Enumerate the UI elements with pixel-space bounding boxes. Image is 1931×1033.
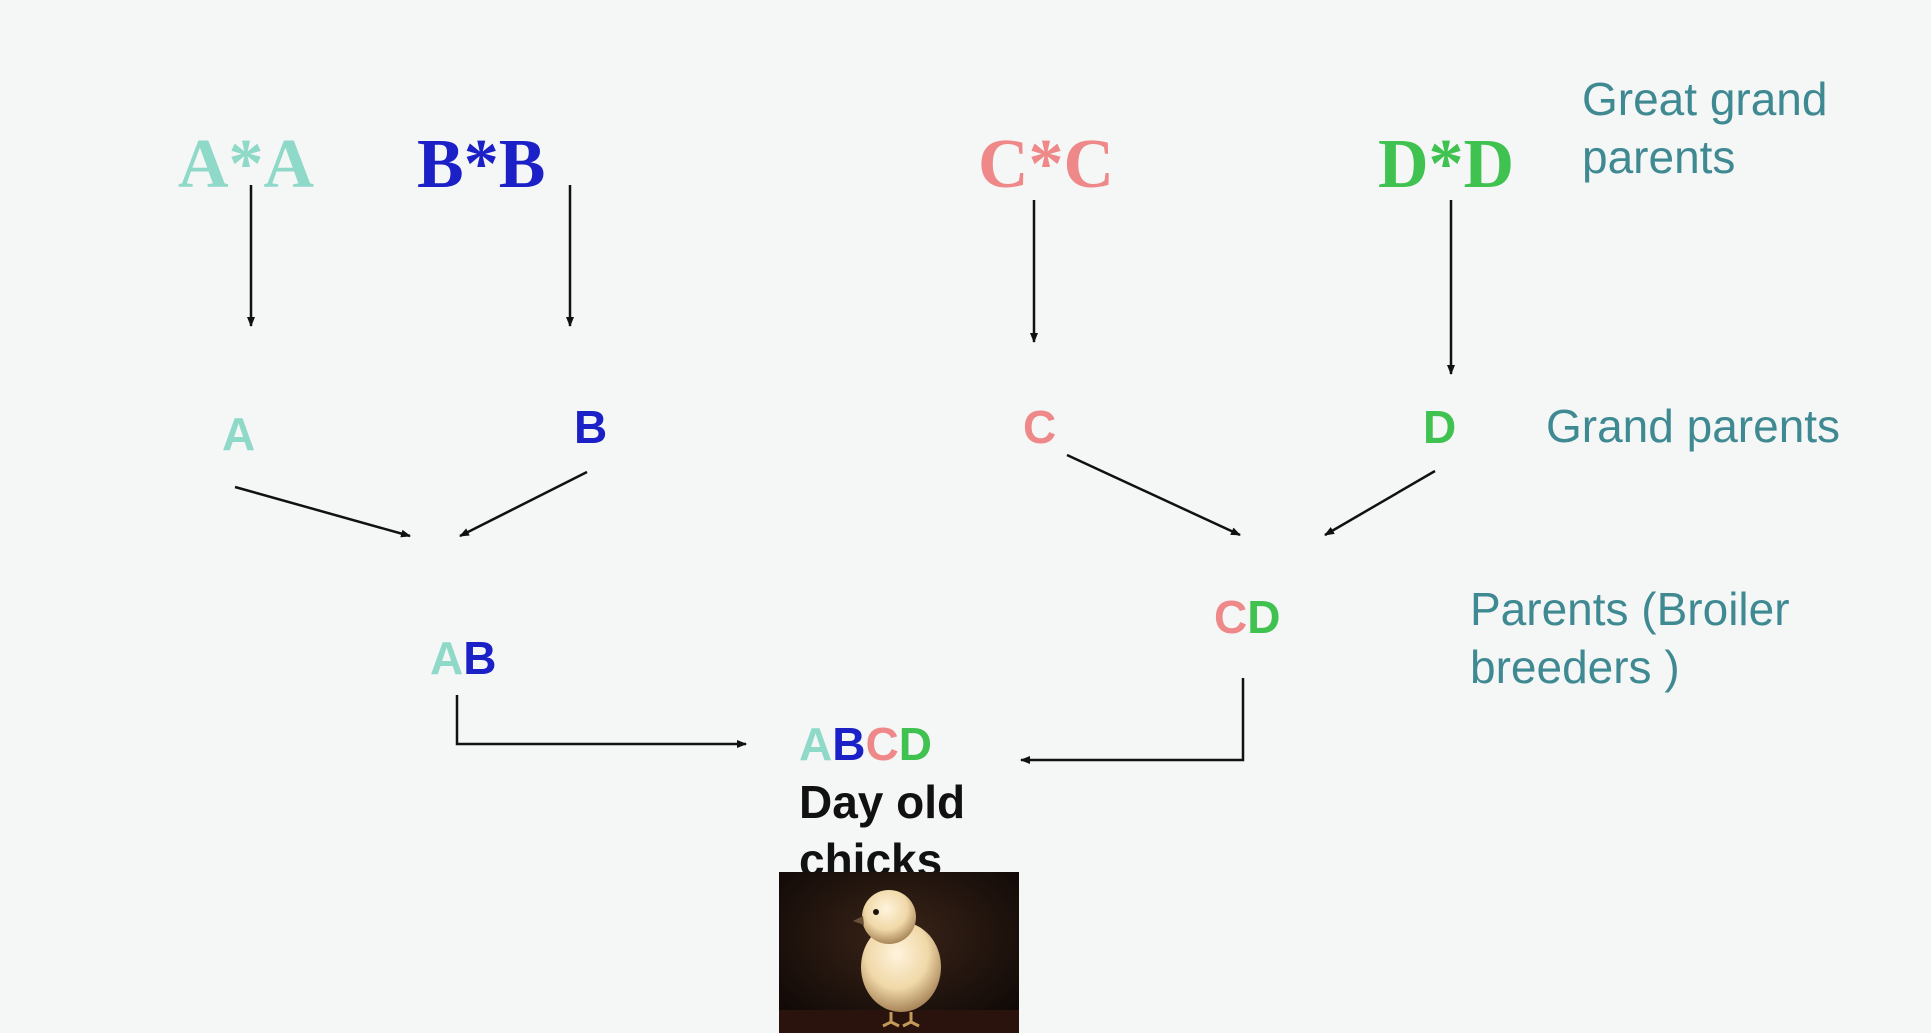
- ggp-cc-label: C*C: [978, 126, 1115, 203]
- final-letter-c: C: [865, 718, 899, 770]
- parent-ab-b: B: [463, 632, 497, 684]
- final-cross-letters: ABCD: [799, 715, 999, 773]
- final-letter-d: D: [898, 718, 932, 770]
- arrow-c-to-cd: [1066, 453, 1241, 537]
- arrow-b-to-ab: [459, 470, 588, 538]
- ggp-bb-label: B*B: [417, 126, 546, 203]
- gp-b-label: B: [574, 401, 608, 453]
- parent-cd-c: C: [1214, 591, 1248, 643]
- ggp-aa-label: A*A: [178, 126, 315, 203]
- parent-ab-label: AB: [430, 635, 496, 681]
- final-letter-b: B: [832, 718, 866, 770]
- gp-d-label: D: [1423, 401, 1457, 453]
- parent-ab-a: A: [430, 632, 464, 684]
- parent-cd-label: CD: [1214, 594, 1280, 640]
- arrow-ab-to-abcd: [455, 695, 747, 748]
- final-cross-block: ABCD Day old chicks: [799, 715, 999, 889]
- final-letter-a: A: [799, 718, 833, 770]
- tier-great-grandparents: Great grand parents: [1582, 73, 1828, 183]
- parent-cd-d: D: [1247, 591, 1281, 643]
- gp-c-label: C: [1023, 401, 1057, 453]
- tier-parents: Parents (Broiler breeders ): [1470, 583, 1790, 693]
- ggp-dd-label: D*D: [1378, 126, 1515, 203]
- arrow-d-to-cd: [1324, 469, 1436, 537]
- tier-grandparents: Grand parents: [1546, 400, 1841, 452]
- arrow-a-to-ab: [234, 485, 411, 538]
- gp-a-label: A: [222, 408, 256, 460]
- chick-photo: [779, 872, 1019, 1033]
- arrow-cd-to-abcd: [1020, 678, 1245, 764]
